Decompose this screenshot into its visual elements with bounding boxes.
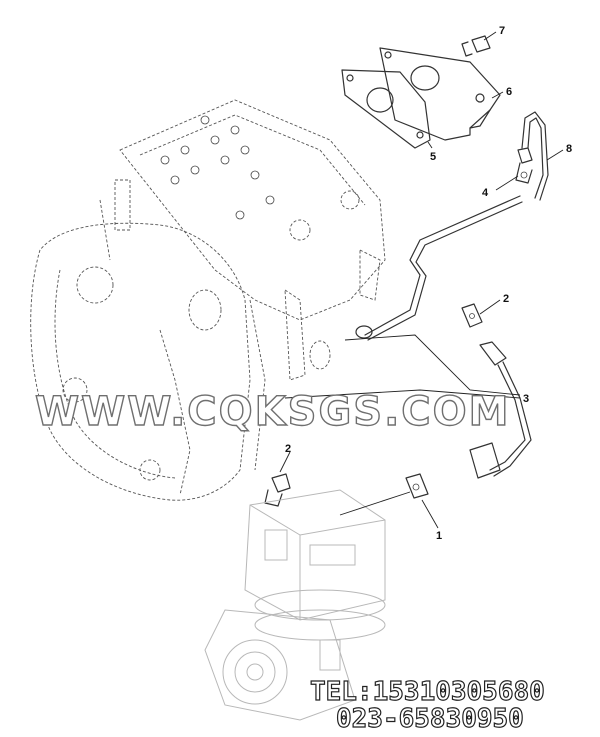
elbow-fitting-top: [515, 147, 533, 184]
gasket: [341, 69, 431, 149]
callout-1: 1: [436, 530, 442, 542]
leader-lines: [279, 31, 564, 529]
male-connector: [405, 473, 429, 499]
tube-assembly: [355, 111, 549, 341]
contact-phone2: 023-65830950: [336, 704, 524, 734]
watermark-text: WWW.CQKSGS.COM: [35, 389, 510, 435]
callout-5: 5: [430, 151, 436, 163]
callout-2-lower: 2: [285, 443, 291, 455]
elbow-fitting-lower: [264, 473, 291, 507]
engine-block: [30, 99, 386, 501]
mounting-plate: [379, 47, 501, 141]
adapter-upper: [461, 303, 483, 328]
callout-8: 8: [566, 143, 572, 155]
hose-assembly: [469, 341, 532, 479]
capscrew: [461, 35, 491, 57]
contact-tel: TEL:15310305680: [310, 677, 545, 707]
air-compressor: [204, 489, 386, 721]
callout-2-upper: 2: [503, 293, 509, 305]
callout-3: 3: [523, 393, 529, 405]
callout-7: 7: [499, 25, 505, 37]
callout-6: 6: [506, 86, 512, 98]
callout-4: 4: [482, 187, 489, 199]
